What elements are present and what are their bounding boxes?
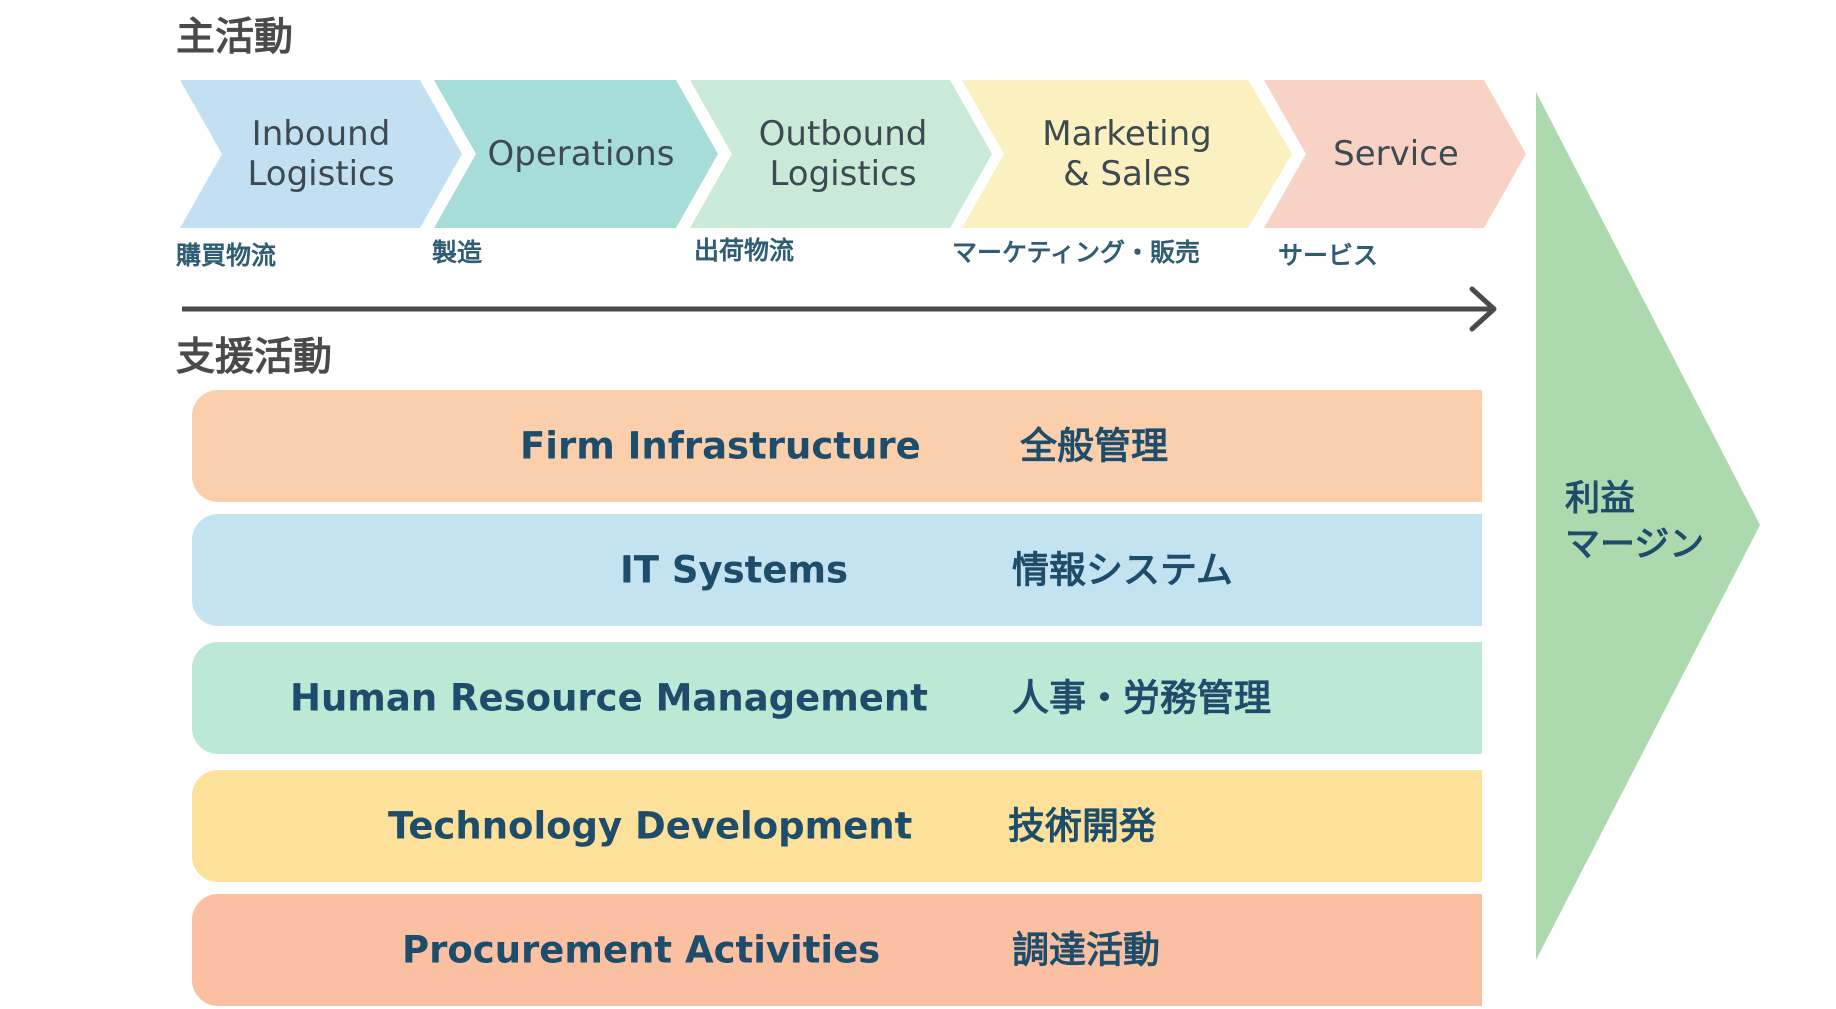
chevron-operations bbox=[434, 80, 718, 228]
band-jp-firm-infrastructure: 全般管理 bbox=[1020, 424, 1168, 468]
chevron-label-inbound-logistics: Inbound Logistics bbox=[247, 113, 395, 194]
chevron-outbound-logistics bbox=[690, 80, 992, 228]
profit-margin-label: 利益 マージン bbox=[1565, 479, 1705, 566]
band-jp-technology-development: 技術開発 bbox=[1008, 804, 1156, 848]
band-firm-infrastructure: Firm Infrastructure 全般管理 bbox=[192, 390, 1482, 502]
jp-label-operations: 製造 bbox=[432, 238, 483, 267]
band-procurement-activities: Procurement Activities 調達活動 bbox=[192, 894, 1482, 1006]
band-label-it-systems: IT Systems bbox=[620, 548, 849, 592]
band-label-procurement-activities: Procurement Activities bbox=[402, 928, 881, 972]
profit-margin-arrow bbox=[1536, 92, 1760, 960]
chevron-inbound-logistics bbox=[180, 80, 462, 228]
jp-label-marketing-sales: マーケティング・販売 bbox=[952, 238, 1201, 267]
band-jp-procurement-activities: 調達活動 bbox=[1012, 928, 1160, 972]
band-label-technology-development: Technology Development bbox=[388, 804, 913, 848]
band-jp-human-resource-management: 人事・労務管理 bbox=[1012, 676, 1271, 720]
chevron-service bbox=[1264, 80, 1526, 228]
chevron-label-operations: Operations bbox=[487, 133, 675, 174]
jp-label-inbound-logistics: 購買物流 bbox=[176, 241, 277, 270]
chevron-label-service: Service bbox=[1333, 133, 1459, 174]
band-it-systems: IT Systems 情報システム bbox=[192, 514, 1482, 626]
band-label-human-resource-management: Human Resource Management bbox=[290, 676, 928, 720]
chevron-marketing-sales bbox=[962, 80, 1292, 228]
band-technology-development: Technology Development 技術開発 bbox=[192, 770, 1482, 882]
support-activities-title: 支援活動 bbox=[176, 335, 333, 380]
band-human-resource-management: Human Resource Management 人事・労務管理 bbox=[192, 642, 1482, 754]
band-jp-it-systems: 情報システム bbox=[1012, 548, 1233, 592]
jp-label-outbound-logistics: 出荷物流 bbox=[694, 236, 795, 265]
jp-label-service: サービス bbox=[1278, 241, 1379, 270]
chevron-label-outbound-logistics: Outbound Logistics bbox=[758, 113, 928, 194]
band-label-firm-infrastructure: Firm Infrastructure bbox=[520, 424, 921, 468]
chevron-label-marketing-sales: Marketing & Sales bbox=[1042, 113, 1212, 194]
primary-activities-title: 主活動 bbox=[176, 15, 294, 60]
flow-arrow-head bbox=[1469, 286, 1497, 332]
